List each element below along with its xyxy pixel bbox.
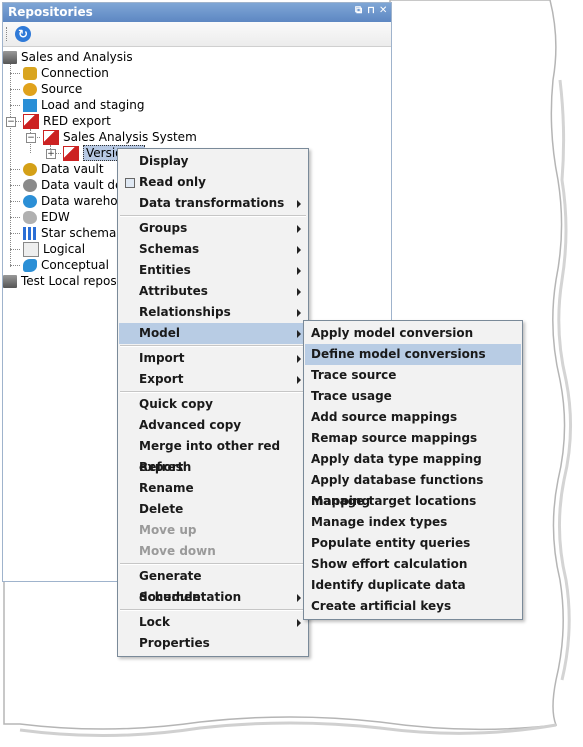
conceptual-icon (23, 259, 37, 272)
menu-item-rename[interactable]: Rename (139, 481, 194, 495)
menu-item-lock[interactable]: Lock (119, 612, 307, 633)
collapse-sales-analysis-system-icon[interactable]: − (26, 133, 36, 143)
submenu-item-manage-target-locations[interactable]: Manage target locations (311, 494, 477, 508)
menu-separator (120, 345, 306, 347)
gear-icon (23, 179, 37, 192)
menu-item-schemas[interactable]: Schemas (119, 239, 307, 260)
submenu-item-define-model-conversions[interactable]: Define model conversions (305, 344, 521, 365)
menu-item-quick-copy[interactable]: Quick copy (139, 397, 213, 411)
connection-icon (23, 67, 37, 80)
export-icon (63, 146, 79, 161)
menu-separator (120, 563, 306, 565)
submenu-arrow-icon (297, 225, 301, 233)
tree-node-data-warehouse[interactable]: Data warehou (23, 193, 125, 209)
tree-node-data-vault-design[interactable]: Data vault des (23, 177, 129, 193)
menu-item-generate-documentation[interactable]: Generate documentation (139, 569, 242, 604)
submenu-item-trace-source[interactable]: Trace source (311, 368, 397, 382)
submenu-item-manage-index-types[interactable]: Manage index types (311, 515, 448, 529)
menu-item-schedule[interactable]: Schedule (119, 587, 307, 608)
source-icon (23, 83, 37, 96)
logical-icon (23, 242, 39, 257)
tree-node-connection[interactable]: Connection (23, 65, 109, 81)
tree-node-load-and-staging[interactable]: Load and staging (23, 97, 144, 113)
tree-node-star-schema[interactable]: Star schema (23, 225, 116, 241)
menu-item-delete[interactable]: Delete (139, 502, 184, 516)
submenu-item-add-source-mappings[interactable]: Add source mappings (311, 410, 458, 424)
submenu-item-create-artificial-keys[interactable]: Create artificial keys (311, 599, 452, 613)
menu-item-move-up: Move up (139, 523, 197, 537)
submenu-arrow-icon (297, 246, 301, 254)
submenu-arrow-icon (297, 309, 301, 317)
submenu-item-identify-duplicate-data[interactable]: Identify duplicate data (311, 578, 466, 592)
cube-icon (23, 99, 37, 112)
toolbar-grip[interactable] (6, 27, 10, 41)
submenu-arrow-icon (297, 330, 301, 338)
submenu-arrow-icon (297, 200, 301, 208)
submenu-arrow-icon (297, 267, 301, 275)
toolbar: ↻ (3, 22, 391, 47)
repository-icon (3, 275, 17, 288)
panel-title-bar: Repositories ⧉ ⊓ ✕ (3, 3, 391, 22)
submenu-item-populate-entity-queries[interactable]: Populate entity queries (311, 536, 471, 550)
float-window-icon[interactable]: ⧉ (355, 5, 363, 16)
menu-item-data-transformations[interactable]: Data transformations (119, 193, 307, 214)
close-window-icon[interactable]: ✕ (379, 5, 388, 16)
tree-node-red-export[interactable]: RED export (23, 113, 111, 129)
submenu-item-trace-usage[interactable]: Trace usage (311, 389, 392, 403)
menu-item-display[interactable]: Display (139, 154, 189, 168)
menu-separator (120, 609, 306, 611)
submenu-arrow-icon (297, 594, 301, 602)
tree-node-data-vault[interactable]: Data vault (23, 161, 104, 177)
menu-item-groups[interactable]: Groups (119, 218, 307, 239)
menu-item-advanced-copy[interactable]: Advanced copy (139, 418, 242, 432)
menu-separator (120, 215, 306, 217)
menu-separator (120, 391, 306, 393)
menu-item-attributes[interactable]: Attributes (119, 281, 307, 302)
tree-node-source[interactable]: Source (23, 81, 82, 97)
submenu-item-apply-database-functions-mapping[interactable]: Apply database functions mapping (311, 473, 484, 508)
grid-icon (23, 227, 37, 240)
submenu-arrow-icon (297, 619, 301, 627)
repository-tree: − − + Sales and Analysis Connection Sour… (3, 47, 391, 581)
tree-node-logical[interactable]: Logical (23, 241, 85, 257)
menu-item-read-only[interactable]: Read only (119, 172, 307, 193)
panel-title: Repositories (8, 5, 93, 19)
vault-icon (23, 163, 37, 176)
menu-item-entities[interactable]: Entities (119, 260, 307, 281)
menu-item-export[interactable]: Export (119, 369, 307, 390)
tree-node-conceptual[interactable]: Conceptual (23, 257, 109, 273)
submenu-item-show-effort-calculation[interactable]: Show effort calculation (311, 557, 468, 571)
refresh-icon[interactable]: ↻ (15, 26, 31, 42)
tree-node-test-local-repository[interactable]: Test Local reposit (3, 273, 125, 289)
checkbox-icon[interactable] (125, 178, 135, 188)
gear-blue-icon (23, 195, 37, 208)
minimize-window-icon[interactable]: ⊓ (367, 5, 375, 16)
menu-item-move-down: Move down (139, 544, 216, 558)
tree-root-node[interactable]: Sales and Analysis (3, 49, 133, 65)
menu-item-properties[interactable]: Properties (139, 636, 210, 650)
tree-node-edw[interactable]: EDW (23, 209, 70, 225)
bird-icon (23, 211, 37, 224)
repository-icon (3, 51, 17, 64)
export-icon (23, 114, 39, 129)
submenu-arrow-icon (297, 376, 301, 384)
submenu-item-apply-model-conversion[interactable]: Apply model conversion (311, 326, 474, 340)
tree-node-sales-analysis-system[interactable]: Sales Analysis System (43, 129, 197, 145)
submenu-item-remap-source-mappings[interactable]: Remap source mappings (311, 431, 478, 445)
menu-item-model[interactable]: Model (119, 323, 307, 344)
submenu-item-apply-data-type-mapping[interactable]: Apply data type mapping (311, 452, 482, 466)
menu-item-merge-into-other-red-export[interactable]: Merge into other red export (139, 439, 281, 474)
menu-item-import[interactable]: Import (119, 348, 307, 369)
menu-item-refresh[interactable]: Refresh (139, 460, 192, 474)
expand-version-icon[interactable]: + (46, 149, 56, 159)
collapse-red-export-icon[interactable]: − (6, 117, 16, 127)
export-icon (43, 130, 59, 145)
submenu-arrow-icon (297, 288, 301, 296)
submenu-arrow-icon (297, 355, 301, 363)
menu-item-relationships[interactable]: Relationships (119, 302, 307, 323)
